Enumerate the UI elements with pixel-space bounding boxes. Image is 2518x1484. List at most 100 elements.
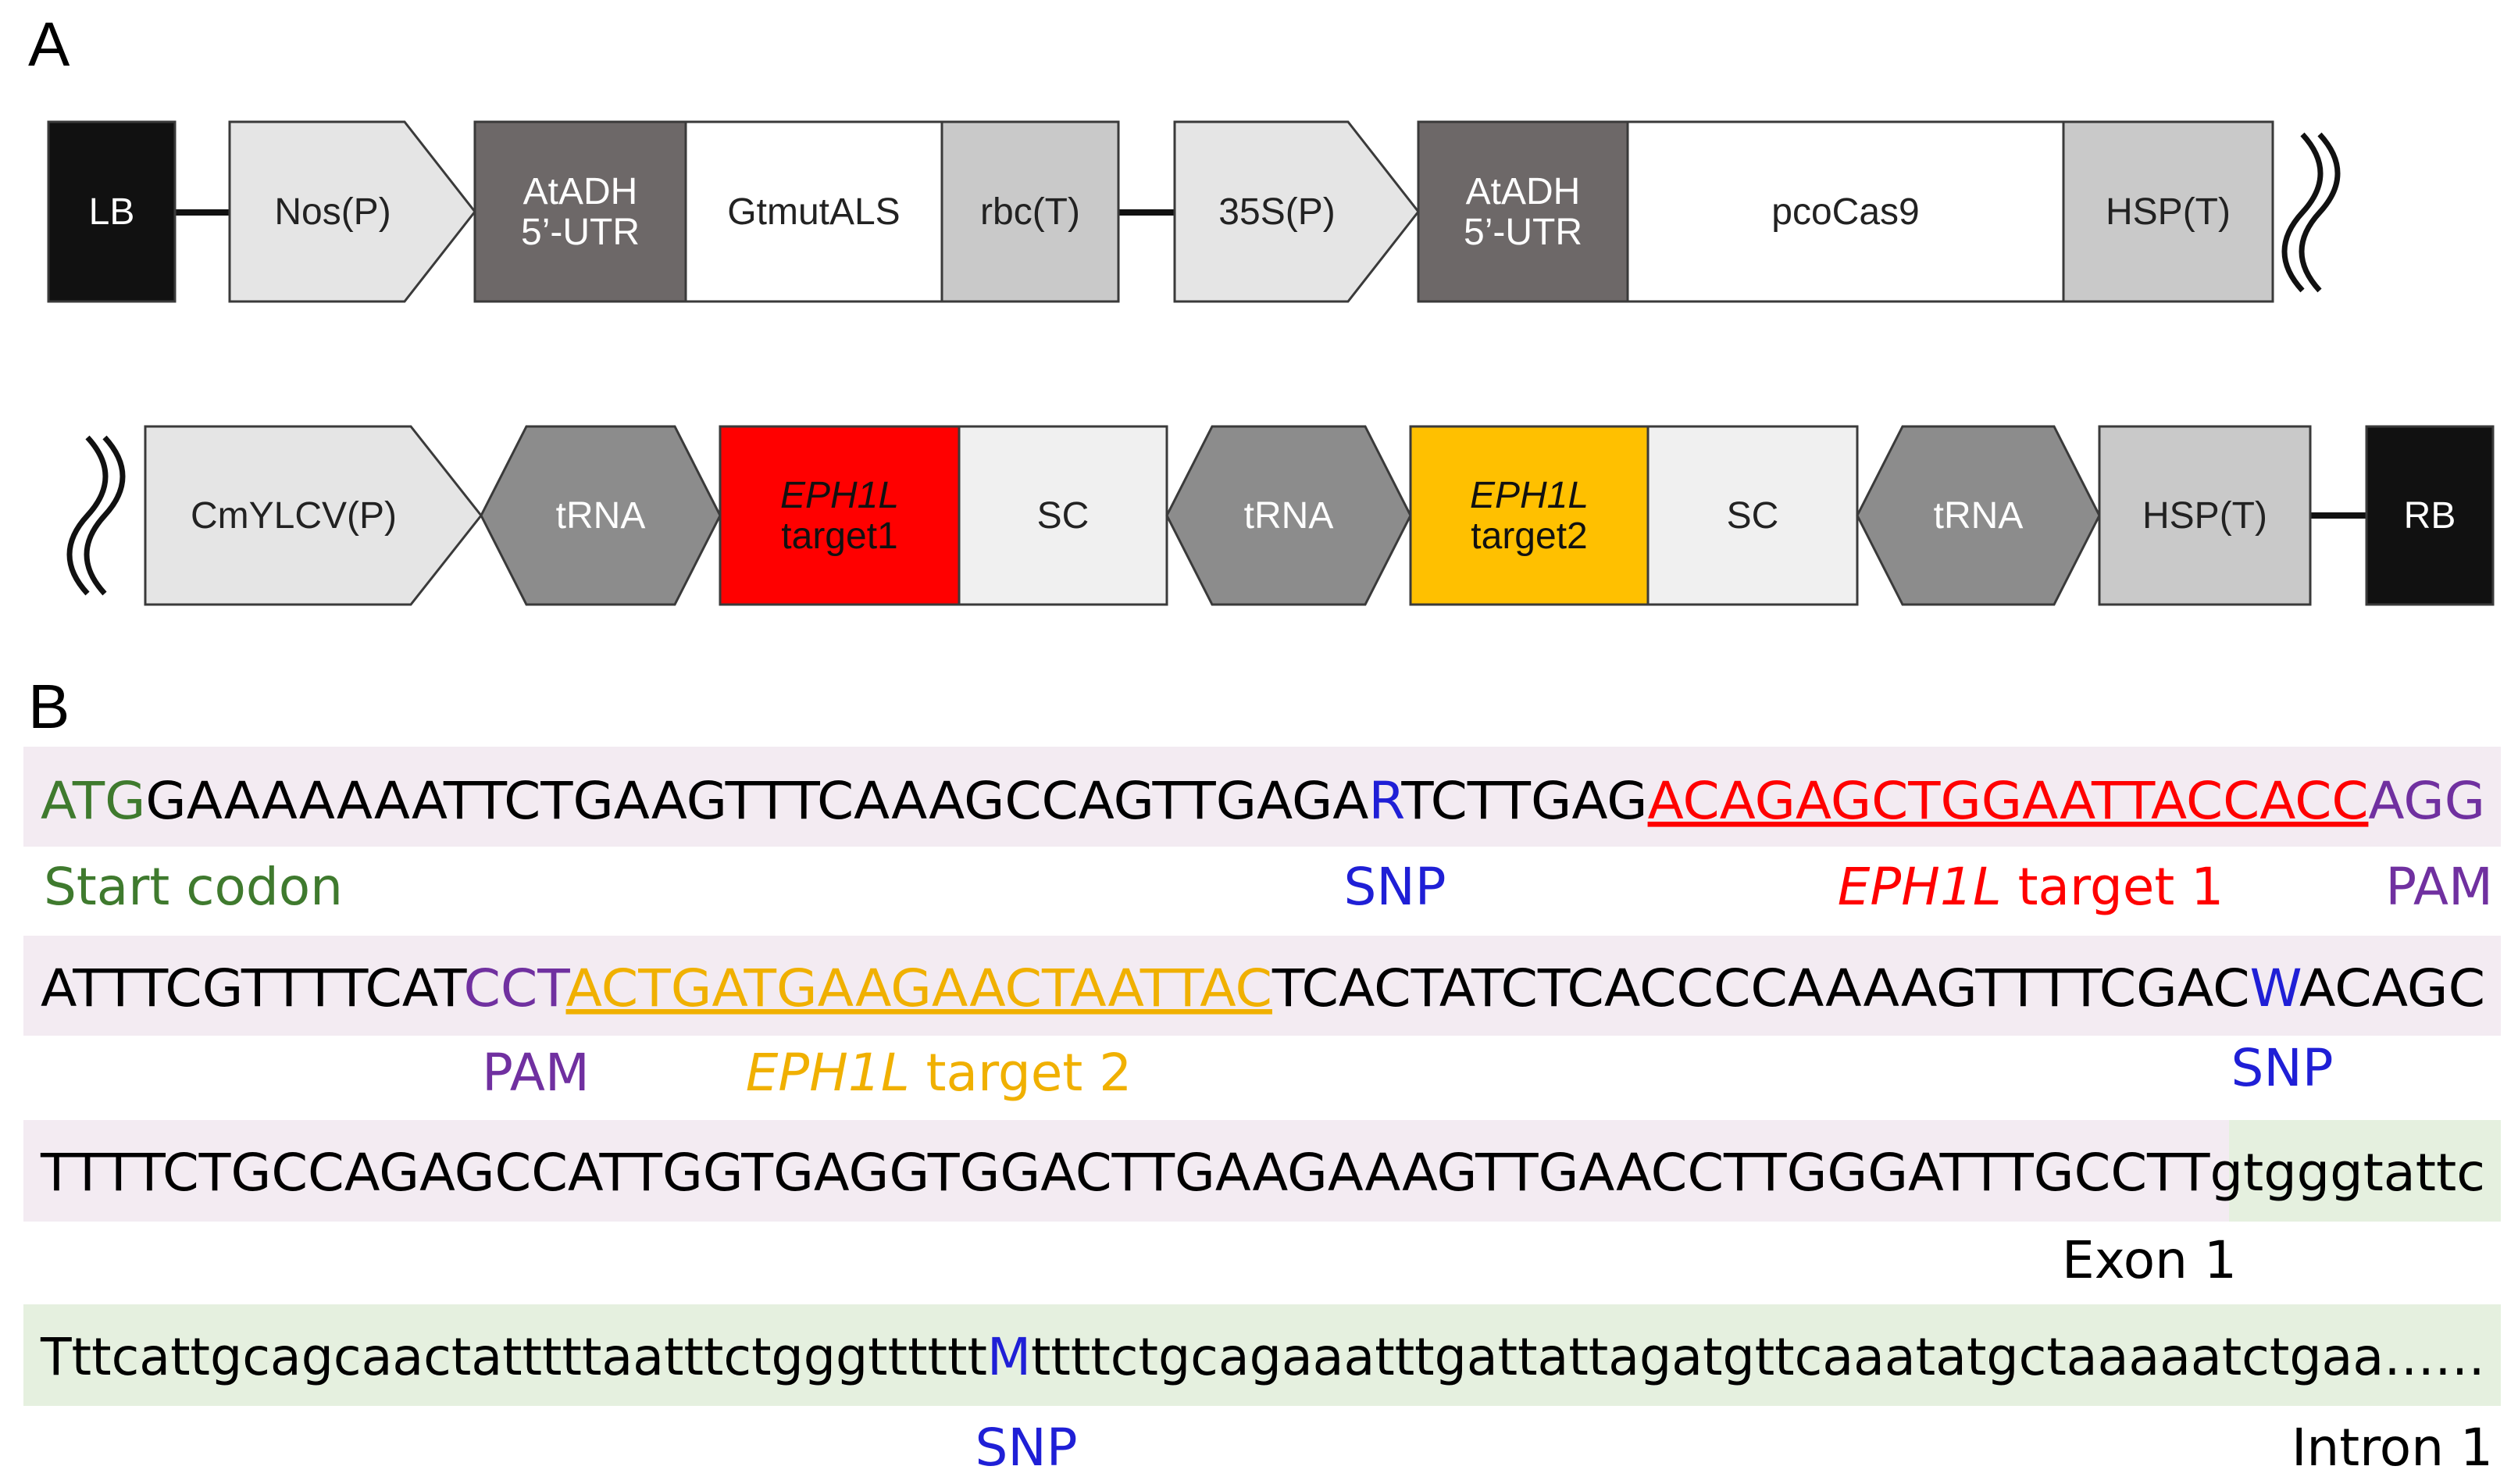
lb-label: LB xyxy=(89,191,135,233)
intron-band xyxy=(23,1304,2501,1406)
panel-letter-b: B xyxy=(28,672,70,741)
sequence-segment-snp: R xyxy=(1368,771,1403,831)
trna-2-label: tRNA xyxy=(1244,495,1334,537)
annotation-label: PAM xyxy=(482,1043,590,1103)
sequence-segment-pam: CCT xyxy=(463,958,570,1018)
annotation-label: Intron 1 xyxy=(2292,1418,2493,1478)
atadh-utr-2-label: 5’-UTR xyxy=(1464,212,1582,253)
atadh-utr-1-label: 5’-UTR xyxy=(521,212,640,253)
element-lb: LB xyxy=(47,120,177,303)
sequence-segment-default: Tttcattgcagcaactatttttaatttctgggtttttt xyxy=(40,1327,987,1387)
sequence-segment-default: GAAAAAAATTCTGAAGTTTCAAAGCCAGTTGAGA xyxy=(145,771,1368,831)
element-pcocas9: pcoCas9 xyxy=(1626,120,2065,303)
eph1l-target1-label: target1 xyxy=(781,515,897,557)
continuation-break-icon xyxy=(2281,132,2341,293)
element-nos-promoter: Nos(P) xyxy=(228,120,476,303)
sequence-segment-default: gtgggtattc xyxy=(2210,1143,2485,1203)
hsp-terminator-2-label: HSP(T) xyxy=(2142,495,2267,537)
element-gtmutals: GtmutALS xyxy=(684,120,943,303)
gtmutals-label: GtmutALS xyxy=(727,191,900,233)
sc-2-label: SC xyxy=(1727,495,1779,537)
element-trna-1: tRNA xyxy=(480,425,722,606)
element-hsp-terminator-1: HSP(T) xyxy=(2062,120,2274,303)
annotation-label: Start codon xyxy=(44,857,343,917)
element-cmylcv-promoter: CmYLCV(P) xyxy=(144,425,483,606)
annotation-label: PAM xyxy=(2385,857,2493,917)
element-trna-3: tRNA xyxy=(1856,425,2101,606)
rbc-terminator-shape xyxy=(940,120,1120,303)
nos-promoter-shape xyxy=(228,120,476,303)
sequence-segment-start: ATG xyxy=(41,771,145,831)
hsp-terminator-1-shape xyxy=(2062,120,2274,303)
element-hsp-terminator-2: HSP(T) xyxy=(2098,425,2312,606)
lb-shape xyxy=(47,120,177,303)
annotation-label: EPH1L target 1 xyxy=(1838,857,2224,917)
sequence-segment-pam: AGG xyxy=(2368,771,2485,831)
intron-band xyxy=(2229,1120,2501,1222)
continuation-break-icon xyxy=(66,435,126,596)
nos-promoter-label: Nos(P) xyxy=(274,191,391,233)
sequence-segment-target1: ACAGAGCTGGAATTACCACC xyxy=(1648,771,2369,831)
atadh-utr-2-label: AtADH xyxy=(1466,171,1581,212)
annotation-label: Exon 1 xyxy=(2062,1230,2237,1290)
sequence-segment-default: TTTTCTGCCAGAGCCATTGGTGAGGTGGACTTGAAGAAAG… xyxy=(40,1143,2210,1203)
35s-promoter-shape xyxy=(1173,120,1420,303)
pcocas9-shape xyxy=(1626,120,2065,303)
rbc-terminator-label: rbc(T) xyxy=(980,191,1080,233)
sequence-segment-default: ttttctgcagaaatttgattattagatgttcaaatatgct… xyxy=(1031,1327,2485,1387)
sequence-line: TttcattgcagcaactatttttaatttctgggttttttMt… xyxy=(40,1327,2493,1478)
sequence-segment-default: TCACTATCTCACCCCAAAAGTTTTCGAC xyxy=(1271,958,2250,1018)
sequence-segment-default: ACAGC xyxy=(2299,958,2485,1018)
annotation-label: SNP xyxy=(1343,857,1446,917)
sequence-segment-default: ATTTCGTTTTCAT xyxy=(41,958,467,1018)
sequence-line: TTTTCTGCCAGAGCCATTGGTGAGGTGGACTTGAAGAAAG… xyxy=(40,1143,2485,1290)
gtmutals-shape xyxy=(684,120,943,303)
element-rbc-terminator: rbc(T) xyxy=(940,120,1120,303)
eph1l-target2-label: EPH1L xyxy=(1470,475,1589,516)
eph1l-target2-shape xyxy=(1409,425,1650,606)
sc-1-shape xyxy=(958,425,1168,606)
panel-letter-a: A xyxy=(28,9,70,79)
rb-label: RB xyxy=(2404,495,2456,537)
exon-band xyxy=(23,936,2501,1036)
rb-shape xyxy=(2365,425,2495,606)
sequence-segment-snp: M xyxy=(987,1327,1031,1387)
trna-3-label: tRNA xyxy=(1934,495,2024,537)
trna-1-label: tRNA xyxy=(556,495,646,537)
annotation-label: SNP xyxy=(975,1418,1077,1478)
sequence-bands xyxy=(23,747,2501,1406)
eph1l-target1-label: EPH1L xyxy=(780,475,899,516)
eph1l-target1-shape xyxy=(719,425,961,606)
hsp-terminator-2-shape xyxy=(2098,425,2312,606)
annotation-label: EPH1L target 2 xyxy=(746,1043,1132,1103)
atadh-utr-1-label: AtADH xyxy=(523,171,638,212)
35s-promoter-label: 35S(P) xyxy=(1218,191,1335,233)
cmylcv-promoter-label: CmYLCV(P) xyxy=(191,495,397,537)
exon-band xyxy=(23,1120,2501,1222)
sequence-segment-default: TCTTGAG xyxy=(1400,771,1647,831)
eph1l-target2-label: target2 xyxy=(1471,515,1587,557)
annotation-label: SNP xyxy=(2231,1038,2333,1098)
element-sc-1: SC xyxy=(958,425,1168,606)
sequence-segment-target2: ACTGATGAAGAACTAATTAC xyxy=(566,958,1272,1018)
element-35s-promoter: 35S(P) xyxy=(1173,120,1420,303)
pcocas9-label: pcoCas9 xyxy=(1771,191,1919,233)
element-rb: RB xyxy=(2365,425,2495,606)
hsp-terminator-1-label: HSP(T) xyxy=(2106,191,2231,233)
sequence-text: TttcattgcagcaactatttttaatttctgggttttttMt… xyxy=(40,1327,2485,1387)
sc-1-label: SC xyxy=(1037,495,1090,537)
sc-2-shape xyxy=(1646,425,1859,606)
element-trna-2: tRNA xyxy=(1165,425,1412,606)
